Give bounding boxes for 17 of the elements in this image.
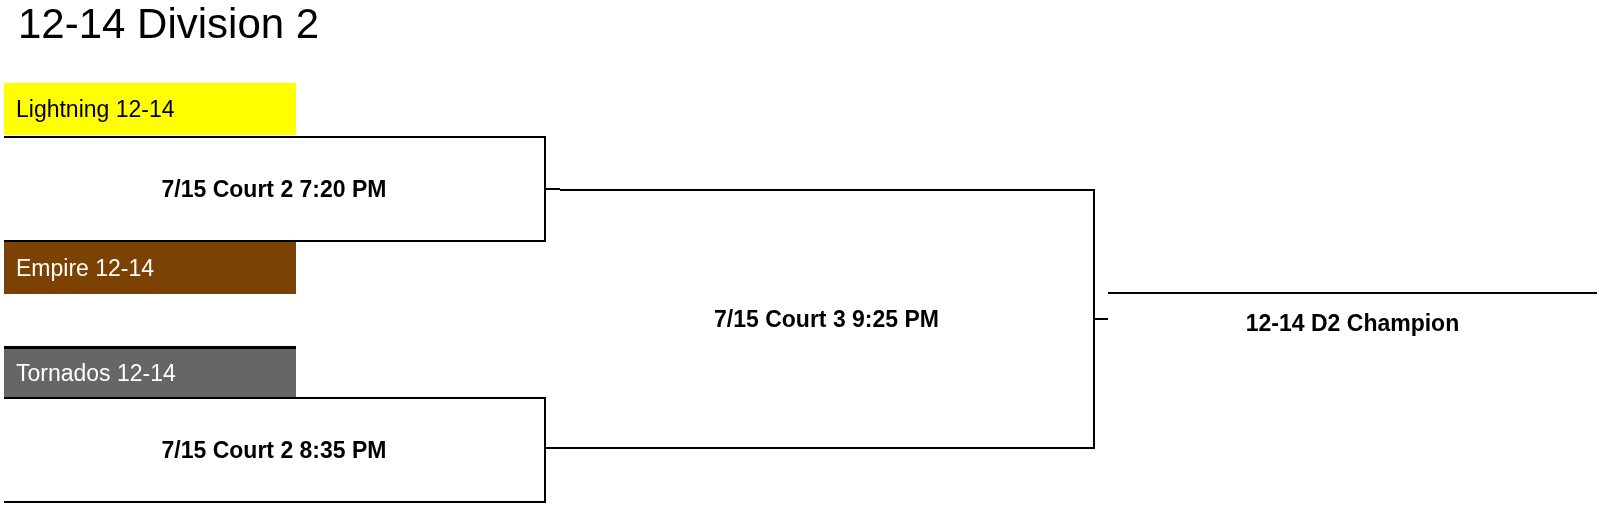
match-label: 7/15 Court 3 9:25 PM — [714, 305, 939, 333]
bracket-box — [560, 189, 1095, 449]
team-name: Empire 12-14 — [16, 254, 155, 282]
title: 12-14 Division 2 — [18, 0, 320, 48]
match-label: 7/15 Court 2 8:35 PM — [161, 436, 387, 464]
team-bar — [4, 242, 296, 294]
connector-line — [1094, 318, 1109, 320]
connector-line — [545, 188, 561, 190]
connector-line — [545, 447, 561, 449]
team-name: Tornados 12-14 — [16, 360, 176, 387]
match-label: 12-14 D2 Champion — [1245, 309, 1460, 337]
team-bar — [4, 83, 296, 135]
team-bar — [4, 346, 296, 398]
bracket-box — [4, 397, 546, 503]
team-name: Lightning 12-14 — [16, 95, 175, 123]
bracket-box — [4, 136, 546, 242]
match-label: 7/15 Court 2 7:20 PM — [161, 175, 387, 203]
